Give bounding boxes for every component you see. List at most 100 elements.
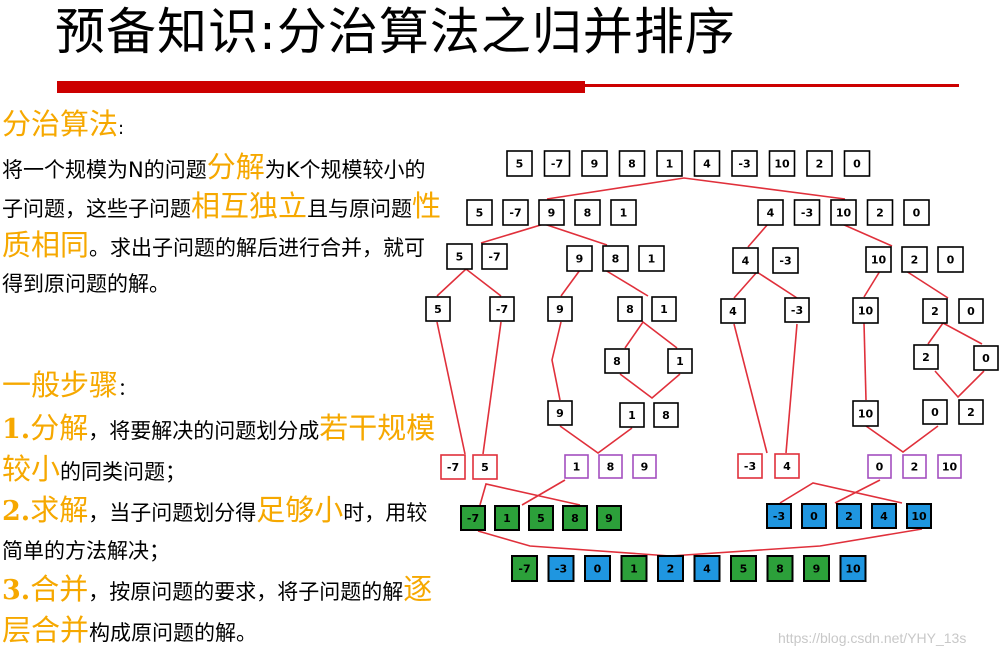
number-box [620,555,648,582]
box-value: 4 [880,510,888,523]
number-box [506,150,533,177]
box-group: 5 [425,296,451,322]
box-value: 8 [628,158,636,171]
box-value: 8 [613,355,621,368]
connector-line [436,267,502,297]
box-value: 2 [816,158,824,171]
number-box [766,503,792,529]
connector-line [733,323,768,454]
number-box [903,199,930,226]
number-box [774,453,800,479]
box-value: 5 [537,512,545,525]
box-group: 0 2 10 [867,454,962,479]
box-value: 9 [576,253,584,266]
box-group: -3 [784,297,810,323]
number-box [757,199,784,226]
connector-line [934,370,985,399]
box-group: -7 [489,296,515,322]
title-bar-thin [585,84,959,87]
number-box [446,243,473,270]
box-value: -7 [509,207,521,220]
box-value: 1 [628,409,636,422]
number-box [937,246,964,273]
number-box [922,298,948,324]
number-box [566,245,593,272]
box-value: 1 [648,253,656,266]
box-value: -7 [496,303,508,316]
number-box [604,348,630,374]
box-value: 1 [666,158,674,171]
connector-line [551,321,562,401]
connector-line [841,223,893,247]
box-value: 0 [947,254,955,267]
connector-line [834,479,881,504]
number-box [937,454,962,479]
number-box [656,150,683,177]
box-value: 10 [911,510,927,523]
box-value: 10 [774,158,790,171]
box-value: 5 [516,158,524,171]
box-value: 9 [641,461,649,474]
box-value: 4 [703,563,711,576]
connector-line [779,482,903,504]
number-box [768,150,796,177]
step-number: 3. [2,575,31,606]
box-value: 0 [876,461,884,474]
box-value: 1 [660,303,668,316]
number-box [766,555,794,582]
box-value: 9 [548,207,556,220]
number-box [901,246,928,273]
number-box [958,399,984,425]
box-value: 1 [503,512,511,525]
number-box [836,503,862,529]
number-box [425,296,451,322]
number-box [547,296,573,322]
box-value: -3 [801,207,813,220]
number-box [638,245,665,272]
box-value: 0 [982,352,990,365]
box-value: -7 [518,563,530,576]
connector-line [560,269,581,297]
connector-line [521,479,566,506]
box-value: -7 [467,512,479,525]
number-box [806,150,833,177]
number-box [472,454,498,480]
step-heading: 分解 [30,411,89,445]
box-value: -3 [744,460,756,473]
number-box [922,399,948,425]
connector-line [482,321,502,455]
box-value: 2 [967,406,975,419]
number-box [602,245,629,272]
number-box [502,199,529,226]
number-box [581,150,608,177]
highlight-text: 若干规模较小 [2,411,436,486]
box-group: 9 [547,400,573,426]
number-box [737,453,763,479]
paragraph-heading: 分治算法 [2,107,119,141]
box-value: 1 [573,461,581,474]
connector-line [863,322,867,401]
box-value: -3 [555,563,567,576]
box-value: 5 [456,251,464,264]
number-box [564,454,589,479]
box-value: 9 [605,512,613,525]
box-value: 2 [911,461,919,474]
number-box [440,454,466,480]
box-value: 8 [662,409,670,422]
connector-line [604,269,649,297]
box-value: 5 [434,303,442,316]
box-value: 10 [942,461,958,474]
heading-colon: : [118,118,125,139]
number-box [913,344,939,370]
number-box [871,503,897,529]
text: 时，用较简单的方法解决； [2,501,428,563]
number-box [617,296,643,322]
highlight-text: 相互独立 [191,189,308,223]
